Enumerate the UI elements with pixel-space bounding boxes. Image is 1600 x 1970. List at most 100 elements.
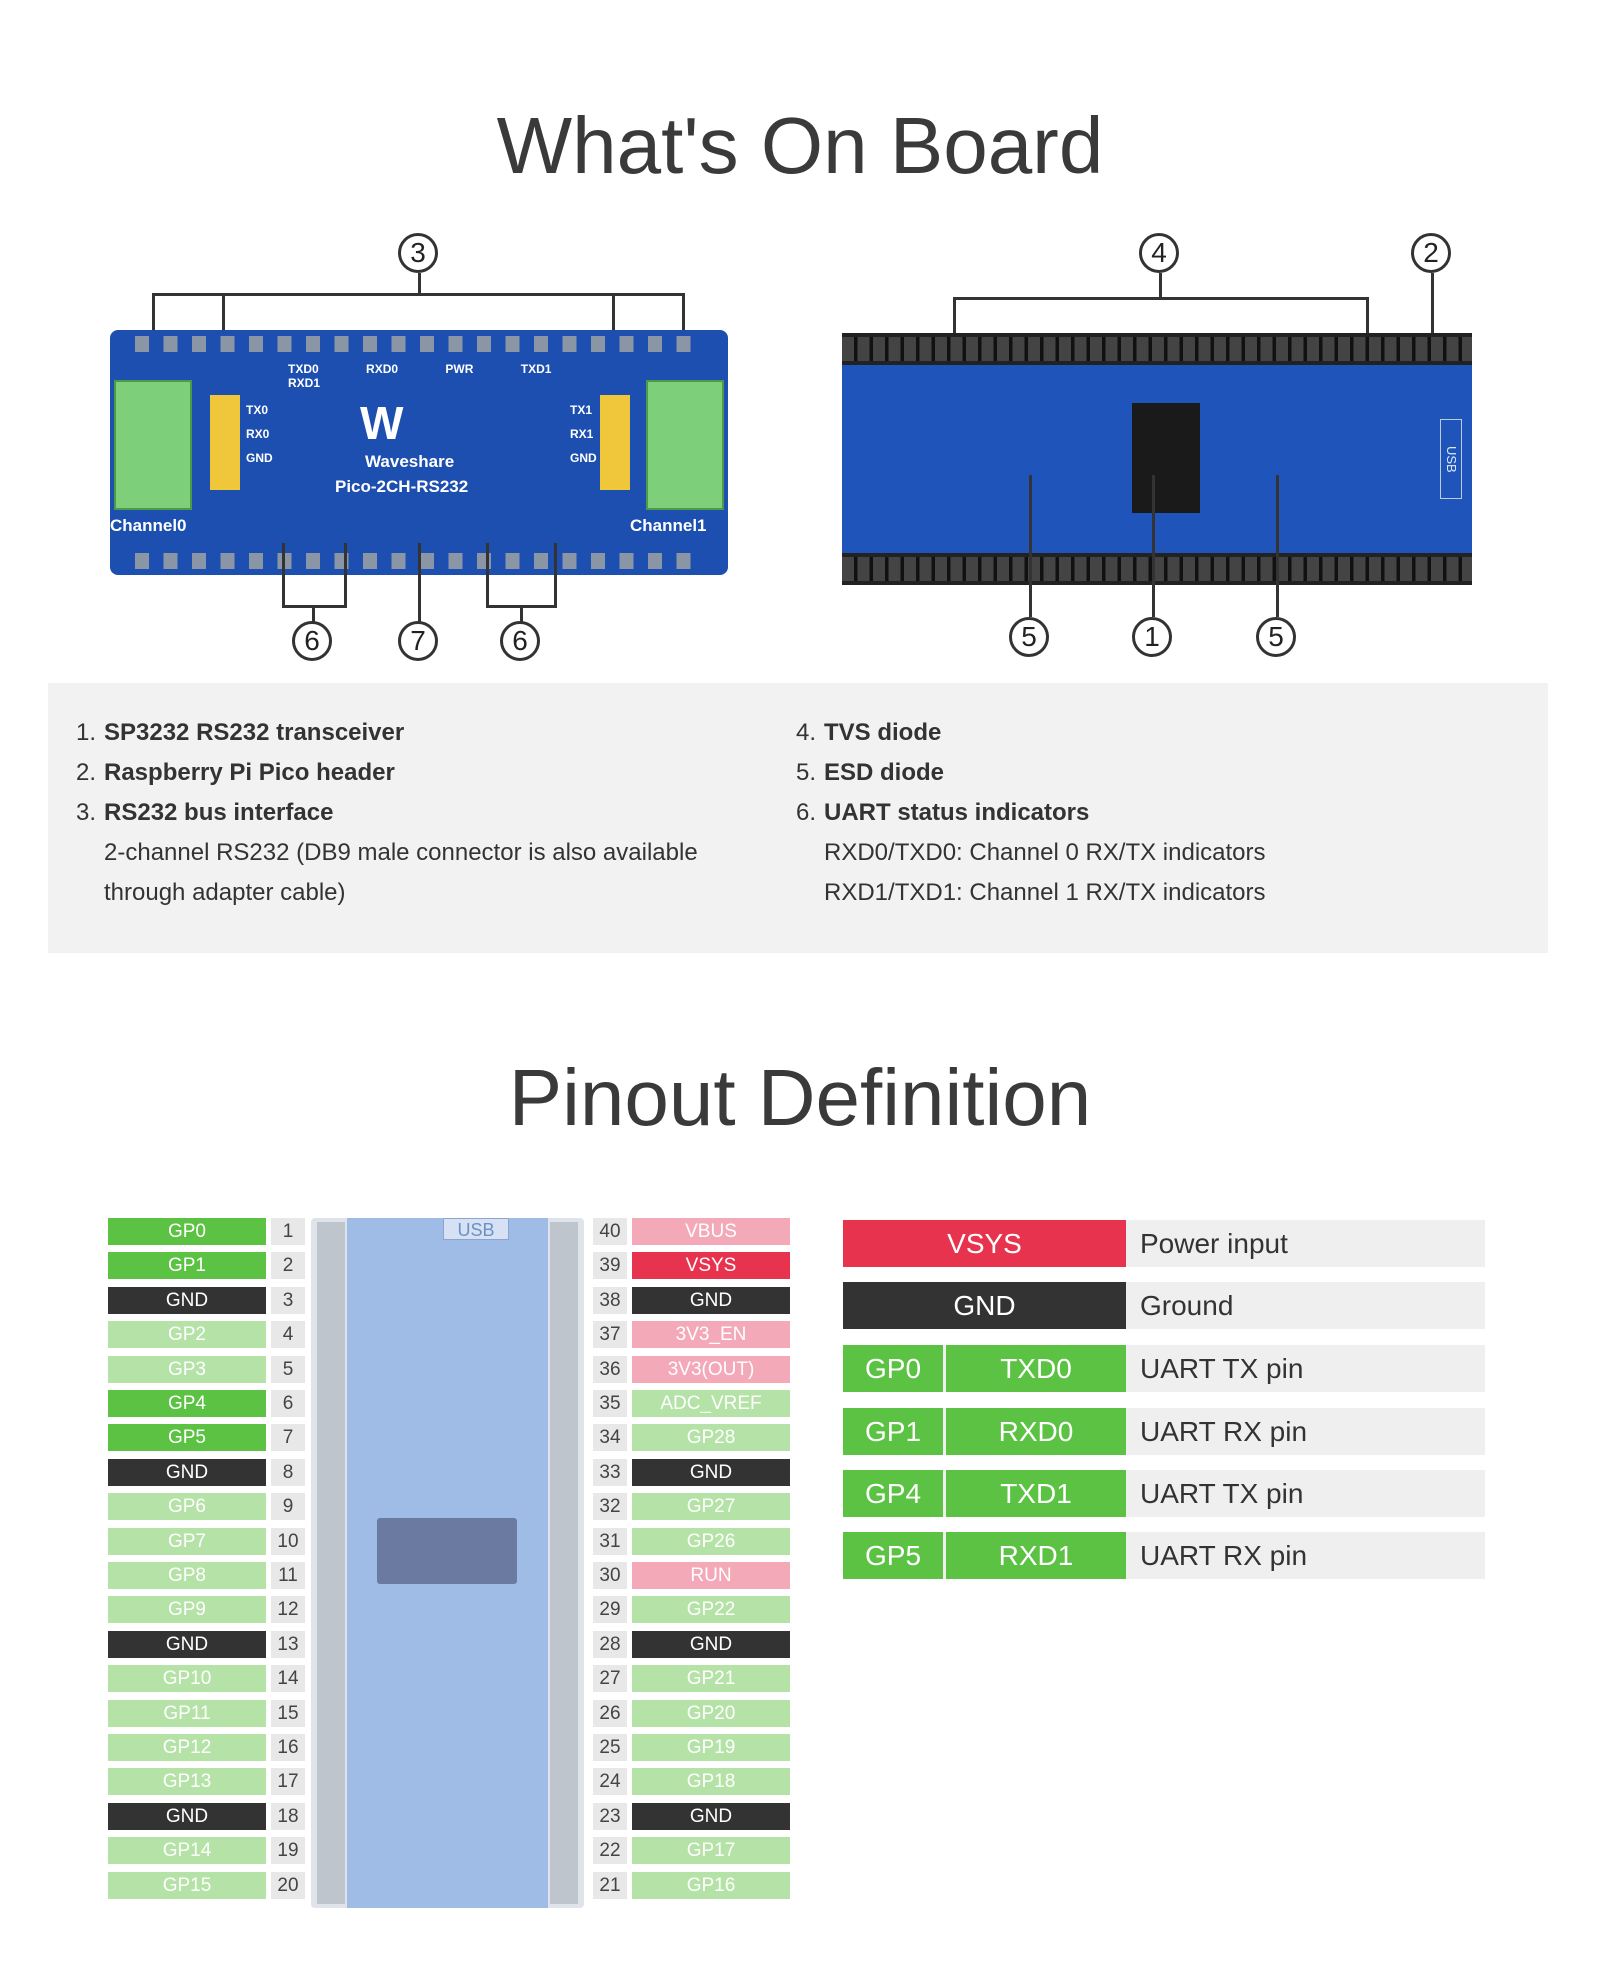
- pin-number: 15: [271, 1699, 305, 1727]
- pin-label: GP7: [108, 1527, 266, 1555]
- pin-label: GP21: [632, 1665, 790, 1693]
- pin-number: 18: [271, 1802, 305, 1830]
- pin-number: 19: [271, 1837, 305, 1865]
- pin-label: GND: [108, 1802, 266, 1830]
- pin-number: 39: [593, 1252, 627, 1280]
- pin-number: 2: [271, 1252, 305, 1280]
- pin-number: 20: [271, 1871, 305, 1899]
- legend-subtext: through adapter cable): [104, 879, 346, 906]
- callout-4: 4: [1139, 233, 1179, 273]
- pin-number: 36: [593, 1355, 627, 1383]
- label-tx0: TX0: [246, 403, 269, 417]
- pin-label: GND: [632, 1286, 790, 1314]
- pin-label: GP2: [108, 1321, 266, 1349]
- pin-label: VSYS: [632, 1252, 790, 1280]
- pin-label: ADC_VREF: [632, 1390, 790, 1417]
- pin-number: 21: [593, 1871, 627, 1899]
- pin-label: GND: [108, 1286, 266, 1314]
- pin-label: GND: [632, 1458, 790, 1486]
- pin-label: GP17: [632, 1837, 790, 1865]
- function-signal: RXD1: [946, 1532, 1126, 1579]
- pin-number: 24: [593, 1768, 627, 1796]
- pin-number: 3: [271, 1286, 305, 1314]
- pin-number: 12: [271, 1596, 305, 1624]
- label-rxd0: RXD0: [366, 362, 399, 376]
- pin-number: 11: [271, 1562, 305, 1589]
- pin-number: 33: [593, 1458, 627, 1486]
- label-gnd-left: GND: [246, 451, 273, 465]
- jumper-right: [600, 395, 630, 490]
- legend-left-column: 1.SP3232 RS232 transceiver 2.Raspberry P…: [76, 713, 776, 913]
- pin-number: 7: [271, 1424, 305, 1452]
- pin-number: 29: [593, 1596, 627, 1624]
- function-pin: GP4: [843, 1470, 943, 1517]
- pin-number: 32: [593, 1493, 627, 1521]
- board-front-image: 3 TXD0 RXD0 PWR TXD1 RXD1 TX0 RX0 GND TX…: [100, 225, 740, 665]
- legend-item: 1.SP3232 RS232 transceiver: [76, 719, 405, 746]
- pin-number: 5: [271, 1355, 305, 1383]
- legend-item-name: Raspberry Pi Pico header: [104, 759, 395, 786]
- pin-number: 14: [271, 1665, 305, 1693]
- pin-label: GP6: [108, 1493, 266, 1521]
- function-signal: RXD0: [946, 1408, 1126, 1455]
- pin-number: 4: [271, 1321, 305, 1349]
- pico-board-image: USB: [311, 1218, 584, 1908]
- function-pin: GP1: [843, 1408, 943, 1455]
- function-description: UART TX pin: [1140, 1353, 1304, 1384]
- board-back-image: 4 2 USB 5 1 5: [830, 225, 1490, 665]
- pin-number: 10: [271, 1527, 305, 1555]
- callout-5-right: 5: [1256, 617, 1296, 657]
- pin-label: GND: [108, 1458, 266, 1486]
- label-rxd1: RXD1: [288, 376, 321, 390]
- pin-row: 3V3(OUT)36: [108, 1355, 790, 1383]
- label-rx0: RX0: [246, 427, 270, 441]
- pin-number: 31: [593, 1527, 627, 1555]
- legend-right-column: 4.TVS diode 5.ESD diode 6.UART status in…: [796, 713, 1496, 913]
- pin-label: GP11: [108, 1699, 266, 1727]
- legend-item: 5.ESD diode: [796, 759, 945, 786]
- pin-label: GND: [632, 1802, 790, 1830]
- pin-label: GP9: [108, 1596, 266, 1624]
- pin-label: GP16: [632, 1871, 790, 1899]
- pin-label: VBUS: [632, 1218, 790, 1245]
- jumper-left: [210, 395, 240, 490]
- callout-6-left: 6: [292, 621, 332, 661]
- label-model: Pico-2CH-RS232: [335, 477, 469, 496]
- pin-label: GP13: [108, 1768, 266, 1796]
- callout-6-right: 6: [500, 621, 540, 661]
- pin-label: GP1: [108, 1252, 266, 1280]
- pin-number: 38: [593, 1286, 627, 1314]
- pin-number: 37: [593, 1321, 627, 1349]
- pin-number: 26: [593, 1699, 627, 1727]
- function-pin: GND: [843, 1282, 1126, 1329]
- pin-label: GP27: [632, 1493, 790, 1521]
- pin-label: GP0: [108, 1218, 266, 1245]
- pin-number: 16: [271, 1734, 305, 1761]
